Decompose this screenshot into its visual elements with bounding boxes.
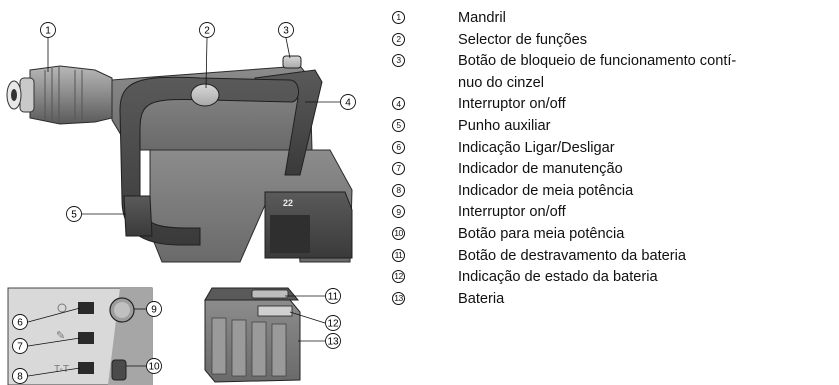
legend-number: 7 bbox=[392, 162, 405, 176]
legend-number: 5 bbox=[392, 118, 405, 132]
svg-text:10: 10 bbox=[148, 362, 160, 373]
tool-illustration: 22 ✎ T-T bbox=[6, 22, 356, 385]
legend-number: 13 bbox=[392, 291, 405, 305]
callout-2: 2 bbox=[199, 22, 215, 38]
svg-text:2: 2 bbox=[204, 26, 210, 37]
svg-text:T-T: T-T bbox=[54, 364, 69, 375]
legend-label: Botão de destravamento da bateria bbox=[458, 247, 686, 264]
callout-8: 8 bbox=[12, 368, 28, 384]
legend-number: 2 bbox=[392, 32, 405, 46]
legend-item-4: 4 Interruptor on/off bbox=[392, 94, 832, 116]
legend-item-12: 12 Indicação de estado da bateria bbox=[392, 267, 832, 289]
legend-item-9: 9 Interruptor on/off bbox=[392, 202, 832, 224]
legend-number: 4 bbox=[392, 97, 405, 111]
callout-leaders bbox=[27, 37, 340, 377]
battery-inset bbox=[204, 287, 301, 383]
legend-number: 8 bbox=[392, 183, 405, 197]
callout-11: 11 bbox=[325, 288, 341, 304]
callout-10: 10 bbox=[146, 358, 162, 374]
callout-4: 4 bbox=[340, 94, 356, 110]
svg-text:8: 8 bbox=[17, 372, 23, 383]
legend-label: Indicação Ligar/Desligar bbox=[458, 139, 615, 156]
legend-number: 6 bbox=[392, 140, 405, 154]
legend-item-7: 7 Indicador de manutenção bbox=[392, 159, 832, 181]
svg-text:12: 12 bbox=[327, 319, 339, 330]
legend-label: Botão para meia potência bbox=[458, 225, 625, 242]
svg-text:7: 7 bbox=[17, 342, 23, 353]
svg-text:9: 9 bbox=[151, 305, 157, 316]
callout-5: 5 bbox=[66, 206, 82, 222]
svg-text:✎: ✎ bbox=[56, 330, 65, 342]
legend-item-3: 3 Botão de bloqueio de funcionamento cont… bbox=[392, 51, 832, 94]
legend-label: Indicador de manutenção bbox=[458, 161, 623, 178]
legend-label: Botão de bloqueio de funcionamento contí… bbox=[458, 53, 737, 91]
legend-number: 10 bbox=[392, 226, 405, 240]
callout-13: 13 bbox=[325, 333, 341, 349]
rotary-hammer-drawing: 22 bbox=[6, 55, 353, 263]
callout-3: 3 bbox=[278, 22, 294, 38]
svg-text:1: 1 bbox=[45, 26, 51, 37]
svg-text:13: 13 bbox=[327, 337, 339, 348]
svg-text:3: 3 bbox=[283, 26, 289, 37]
legend-item-13: 13 Bateria bbox=[392, 289, 832, 311]
legend-item-5: 5 Punho auxiliar bbox=[392, 116, 832, 138]
legend-item-6: 6 Indicação Ligar/Desligar bbox=[392, 138, 832, 160]
callout-7: 7 bbox=[12, 338, 28, 354]
svg-text:5: 5 bbox=[71, 210, 77, 221]
legend-item-2: 2 Selector de funções bbox=[392, 30, 832, 52]
legend-label: Interruptor on/off bbox=[458, 204, 566, 221]
svg-text:4: 4 bbox=[345, 98, 351, 109]
control-panel-inset: ✎ T-T bbox=[7, 287, 153, 385]
legend-label: Indicador de meia potência bbox=[458, 182, 634, 199]
parts-legend: 1 Mandril 2 Selector de funções 3 Botão de bl… bbox=[392, 8, 832, 310]
legend-item-1: 1 Mandril bbox=[392, 8, 832, 30]
legend-label: Bateria bbox=[458, 290, 505, 307]
svg-text:6: 6 bbox=[17, 318, 23, 329]
legend-label: Mandril bbox=[458, 10, 506, 26]
legend-number: 11 bbox=[392, 248, 405, 262]
legend-label: Indicação de estado da bateria bbox=[458, 269, 658, 286]
callout-1: 1 bbox=[40, 22, 56, 38]
callout-9: 9 bbox=[146, 301, 162, 317]
legend-label: Interruptor on/off bbox=[458, 96, 566, 113]
legend-label: Punho auxiliar bbox=[458, 117, 551, 134]
legend-number: 9 bbox=[392, 205, 405, 219]
legend-label: Selector de funções bbox=[458, 31, 587, 48]
legend-item-11: 11 Botão de destravamento da bateria bbox=[392, 246, 832, 268]
legend-item-10: 10 Botão para meia potência bbox=[392, 224, 832, 246]
svg-text:11: 11 bbox=[328, 292, 339, 303]
callout-6: 6 bbox=[12, 314, 28, 330]
battery-voltage-mark: 22 bbox=[283, 198, 293, 208]
callout-12: 12 bbox=[325, 315, 341, 331]
legend-number: 3 bbox=[392, 54, 405, 68]
legend-item-8: 8 Indicador de meia potência bbox=[392, 181, 832, 203]
legend-number: 12 bbox=[392, 270, 405, 284]
legend-number: 1 bbox=[392, 11, 405, 24]
